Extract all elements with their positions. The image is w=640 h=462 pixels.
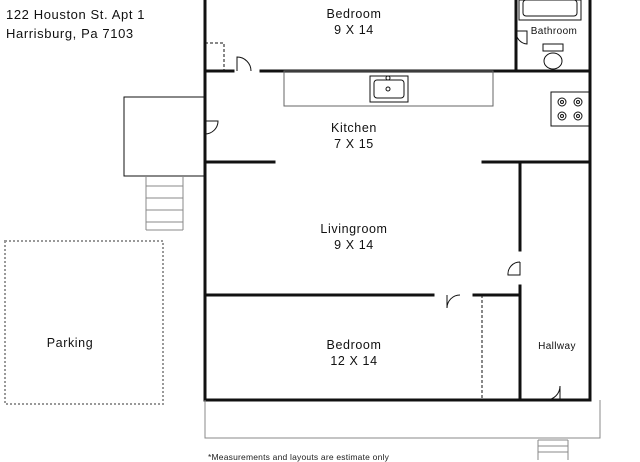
porch-outline <box>204 400 601 439</box>
closet-lines <box>205 42 483 400</box>
room-size: 9 X 14 <box>334 23 374 37</box>
stairs-icon <box>537 439 569 460</box>
room-bedroom-bottom: Bedroom 12 X 14 <box>304 337 404 369</box>
room-name: Hallway <box>538 341 576 352</box>
room-name: Bedroom <box>326 7 382 21</box>
room-name: Kitchen <box>331 121 377 135</box>
bathtub-icon <box>518 0 582 21</box>
door-icon <box>204 30 561 401</box>
room-hallway: Hallway <box>526 339 588 355</box>
parking-area <box>4 240 164 405</box>
kitchen-counter <box>283 70 494 107</box>
room-size: 7 X 15 <box>334 137 374 151</box>
room-name: Parking <box>46 336 94 350</box>
room-name: Bedroom <box>326 338 382 352</box>
sink-icon <box>369 75 409 103</box>
footnote: *Measurements and layouts are estimate o… <box>208 452 390 462</box>
stairs-icon <box>145 176 184 231</box>
room-parking: Parking <box>20 335 120 351</box>
room-livingroom: Livingroom 9 X 14 <box>304 221 404 253</box>
address-line-2: Harrisburg, Pa 7103 <box>6 26 134 41</box>
room-size: 12 X 14 <box>330 354 378 368</box>
address-line-1: 122 Houston St. Apt 1 <box>6 7 146 22</box>
room-size: 9 X 14 <box>334 238 374 252</box>
toilet-icon <box>542 43 564 70</box>
room-bedroom-top: Bedroom 9 X 14 <box>304 6 404 38</box>
room-kitchen: Kitchen 7 X 15 <box>304 120 404 152</box>
room-bathroom: Bathroom <box>523 24 585 40</box>
room-name: Bathroom <box>530 26 578 37</box>
room-name: Livingroom <box>320 222 388 236</box>
stove-icon <box>550 91 590 127</box>
entry-landing <box>123 96 206 177</box>
